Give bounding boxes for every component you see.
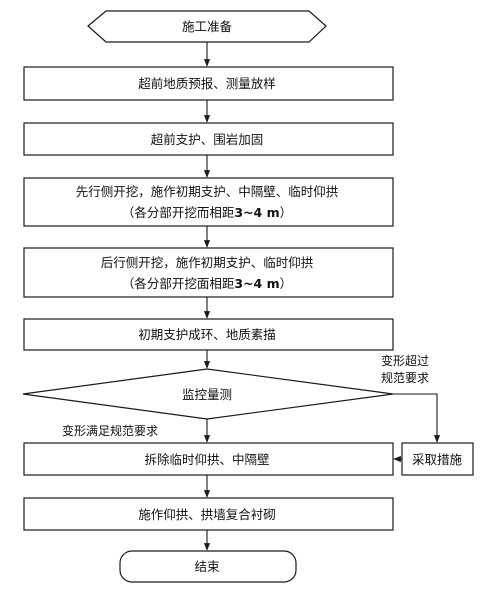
- step4-line2: （各分部开挖面相距3~4 m）: [122, 276, 292, 291]
- arrow-decision-measure: [393, 393, 441, 443]
- step1-box: [23, 66, 394, 101]
- branch-no-line2: 规范要求: [381, 370, 429, 385]
- step4-box: [23, 247, 394, 298]
- step3-line2: （各分部开挖而相距3~4 m）: [122, 205, 292, 220]
- step6-label: 拆除临时仰拱、中隔壁: [144, 452, 269, 467]
- start-label: 施工准备: [182, 19, 233, 34]
- step2-box: [23, 122, 394, 156]
- end-node: [119, 550, 297, 583]
- step7-box: [23, 497, 394, 531]
- measure-label: 采取措施: [412, 452, 463, 467]
- step5-box: [23, 318, 394, 351]
- step3-line1: 先行侧开挖，施作初期支护、中隔壁、临时仰拱: [76, 184, 339, 199]
- step2-label: 超前支护、围岩加固: [151, 132, 264, 147]
- step5-label: 初期支护成环、地质素描: [138, 327, 276, 342]
- step3-box: [23, 177, 394, 227]
- end-label: 结束: [194, 559, 220, 574]
- step7-label: 施作仰拱、拱墙复合衬砌: [138, 507, 276, 522]
- branch-yes-label: 变形满足规范要求: [62, 423, 158, 438]
- step6-box: [23, 442, 394, 476]
- start-node: [87, 10, 327, 43]
- decision-label: 监控量测: [182, 387, 232, 402]
- branch-no-line1: 变形超过: [381, 353, 429, 368]
- step1-label: 超前地质预报、测量放样: [138, 76, 276, 91]
- step4-line1: 后行侧开挖，施作初期支护、临时仰拱: [101, 255, 314, 270]
